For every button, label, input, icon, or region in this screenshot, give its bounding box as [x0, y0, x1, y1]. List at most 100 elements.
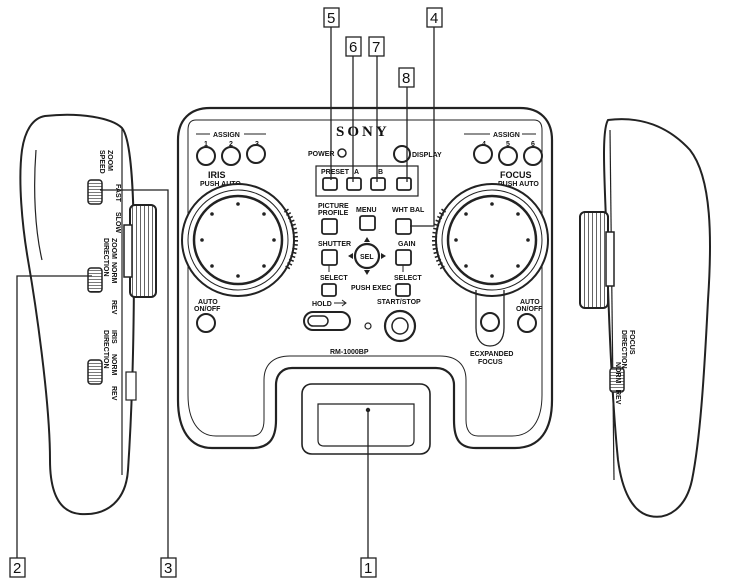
callout-2: 2	[13, 560, 21, 577]
display-label: DISPLAY	[412, 152, 442, 159]
focus-auto-button[interactable]	[517, 313, 537, 333]
front-inner-outline	[187, 119, 543, 437]
zoom-speed-switch[interactable]	[87, 179, 103, 205]
iris-norm-label: NORM	[110, 354, 117, 376]
callout-3: 3	[164, 560, 172, 577]
hold-switch-knob[interactable]	[307, 315, 329, 327]
shutter-button[interactable]	[321, 249, 338, 266]
focus-norm-label: NORM	[614, 362, 621, 384]
left-wheel[interactable]	[129, 204, 157, 298]
grip-tab-inner	[317, 403, 415, 447]
assign-6-button[interactable]	[523, 146, 543, 166]
callout-5-box	[323, 7, 340, 28]
left-body-outline	[19, 113, 136, 516]
picture-profile-label-1: PICTURE	[318, 203, 349, 210]
assign-6-label: 6	[531, 141, 535, 148]
fast-label: FAST	[114, 184, 121, 203]
display-button[interactable]	[393, 145, 411, 163]
front-view: ASSIGN 1 2 3 ASSIGN 4 5 6 SONY POWER DIS…	[176, 106, 554, 455]
start-stop-label: START/STOP	[377, 299, 421, 306]
callout-7: 7	[372, 39, 380, 56]
wht-bal-button[interactable]	[395, 218, 412, 235]
sony-logo: SONY	[336, 124, 390, 140]
zoom-label-1: ZOOM	[106, 150, 113, 171]
focus-auto-label: AUTO	[520, 299, 540, 306]
expanded-focus-button[interactable]	[480, 312, 500, 332]
tally-indicator	[364, 322, 372, 330]
focus-rev-label: REV	[614, 390, 621, 405]
power-label: POWER	[308, 151, 334, 158]
gain-select-button[interactable]	[395, 283, 411, 297]
right-wheel[interactable]	[579, 211, 609, 309]
assign-2-button[interactable]	[221, 146, 241, 166]
menu-button[interactable]	[359, 215, 376, 231]
hold-label: HOLD	[312, 301, 332, 308]
arrow-left-icon[interactable]	[348, 253, 353, 259]
callout-6-box	[345, 36, 362, 57]
left-side-connector	[125, 371, 137, 401]
wht-bal-label: WHT BAL	[392, 207, 425, 214]
arrow-right-icon[interactable]	[381, 253, 386, 259]
preset-label: PRESET	[321, 169, 350, 176]
shutter-label: SHUTTER	[318, 241, 351, 248]
callout-1: 1	[364, 560, 372, 577]
focus-direction-label: DIRECTION	[620, 330, 627, 369]
right-side-view: FOCUS DIRECTION NORM REV	[579, 118, 712, 518]
callout-5: 5	[327, 10, 335, 27]
assign-4-button[interactable]	[473, 144, 493, 164]
assign-1-label: 1	[204, 141, 208, 148]
iris-dial[interactable]	[181, 183, 298, 297]
zoom-rev-label: REV	[110, 300, 117, 315]
preset-b-button[interactable]	[370, 177, 386, 191]
focus-push-auto-label: PUSH AUTO	[498, 181, 539, 188]
grip-tab[interactable]	[301, 383, 431, 455]
callout-1-box	[360, 557, 377, 578]
zoom-direction-label: DIRECTION	[102, 238, 109, 277]
callout-4: 4	[430, 10, 438, 27]
assign-5-button[interactable]	[498, 146, 518, 166]
iris-rev-label: REV	[110, 386, 117, 401]
callout-7-box	[368, 36, 385, 57]
shutter-select-label: SELECT	[320, 275, 348, 282]
callout-8: 8	[402, 70, 410, 87]
iris-on-off-label: ON/OFF	[194, 306, 221, 313]
arrow-up-icon[interactable]	[364, 237, 370, 242]
sel-button[interactable]	[353, 242, 381, 270]
assign-3-button[interactable]	[246, 144, 266, 164]
preset-button[interactable]	[322, 177, 338, 191]
iris-side-label: IRIS	[110, 330, 117, 344]
callouts: 5 6 7 4 8 1 2 3	[9, 7, 443, 578]
gain-select-label: SELECT	[394, 275, 422, 282]
power-indicator	[337, 148, 347, 158]
front-body-outline	[176, 106, 554, 450]
zoom-direction-switch[interactable]	[87, 267, 103, 293]
hold-arrow-icon	[334, 299, 347, 307]
focus-direction-switch[interactable]	[609, 367, 625, 393]
expanded-focus-housing	[475, 290, 505, 347]
assign-2-label: 2	[229, 141, 233, 148]
assign-5-label: 5	[506, 141, 510, 148]
right-side-panel-line	[609, 129, 615, 481]
gain-button[interactable]	[395, 249, 412, 266]
callout-8-box	[398, 67, 415, 88]
picture-profile-button[interactable]	[321, 218, 338, 235]
expanded-label-2: FOCUS	[478, 359, 503, 366]
preset-a-button[interactable]	[346, 177, 362, 191]
shutter-select-button[interactable]	[321, 283, 337, 297]
iris-label: IRIS	[208, 170, 226, 180]
iris-auto-button[interactable]	[196, 313, 216, 333]
picture-profile-label-2: PROFILE	[318, 210, 349, 217]
left-side-view: ZOOM SPEED FAST SLOW ZOOM DIRECTION NORM…	[19, 113, 157, 516]
assign-1-button[interactable]	[196, 146, 216, 166]
focus-side-label: FOCUS	[628, 330, 635, 355]
iris-direction-switch[interactable]	[87, 359, 103, 385]
gain-label: GAIN	[398, 241, 416, 248]
arrow-down-icon[interactable]	[364, 270, 370, 275]
preset-c-button[interactable]	[396, 177, 412, 191]
focus-dial[interactable]	[432, 183, 549, 297]
callout-4-box	[426, 7, 443, 28]
right-wheel-hub	[605, 231, 615, 287]
start-stop-inner	[391, 317, 409, 335]
left-wheel-hub	[123, 224, 133, 278]
